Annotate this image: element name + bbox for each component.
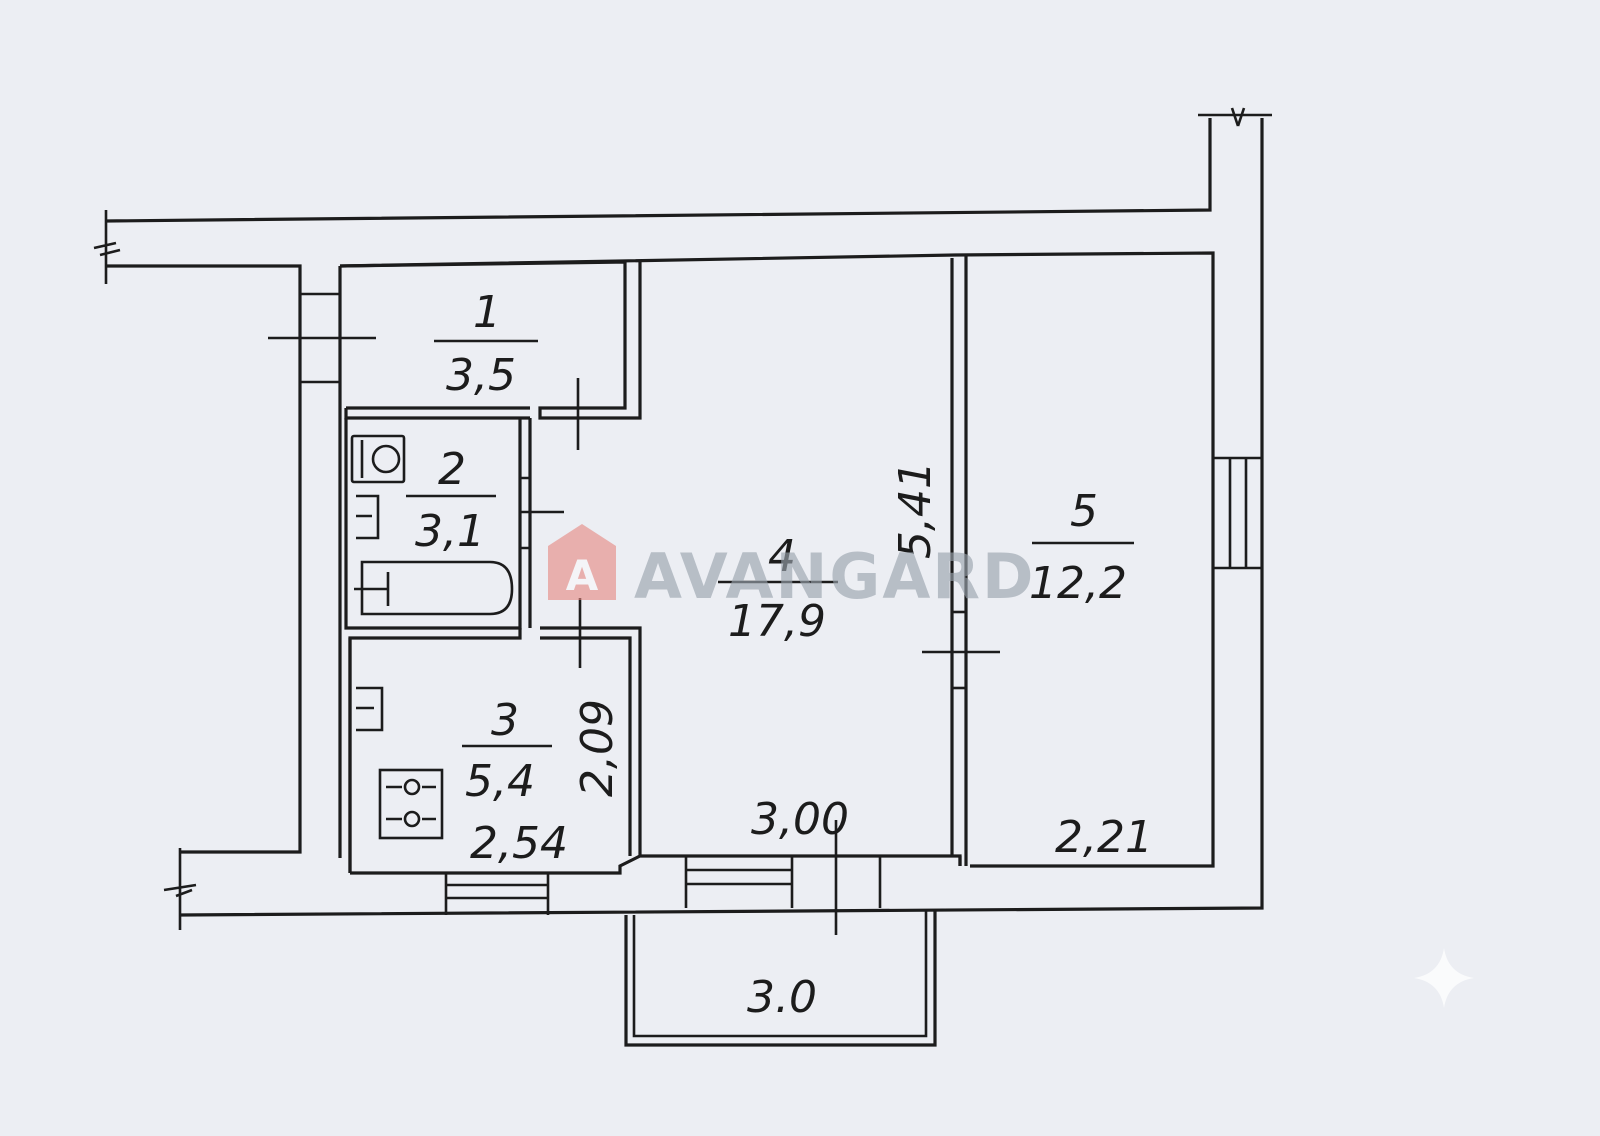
brand-name: AVANGARD <box>634 540 1036 613</box>
room-area: 3,1 <box>415 506 485 557</box>
sink-icon <box>356 494 380 540</box>
dimension-kitchen-width: 2,54 <box>470 818 568 869</box>
room-label-3: 3 5,4 <box>462 695 552 807</box>
partitions <box>339 256 968 873</box>
dimension-living-depth: 5,41 <box>890 461 941 559</box>
room-number: 1 <box>473 287 501 338</box>
room-area: 3,5 <box>446 350 516 401</box>
logo-letter: A <box>566 551 599 600</box>
room-number: 2 <box>438 444 466 495</box>
kitchen-sink-icon <box>356 686 384 732</box>
room-area: 12,2 <box>1029 558 1127 609</box>
door-marks <box>268 292 1000 935</box>
dimension-bedroom-width: 2,21 <box>1055 812 1153 863</box>
balcony <box>624 910 937 1047</box>
outer-walls <box>93 107 1272 930</box>
toilet-icon <box>350 434 406 484</box>
balcony-area: 3.0 <box>747 972 817 1023</box>
bathtub-icon <box>354 560 514 616</box>
watermark: A AVANGARD <box>548 524 1036 613</box>
dimension-living-width: 3,00 <box>751 794 849 845</box>
room-number: 5 <box>1070 486 1098 537</box>
room-label-2: 2 3,1 <box>406 444 496 557</box>
room-label-5: 5 12,2 <box>1029 486 1134 609</box>
dimension-kitchen-depth: 2,09 <box>572 699 623 797</box>
avangard-logo-icon <box>548 524 616 600</box>
room-label-4: 4 17,9 <box>718 531 838 647</box>
stove-icon <box>378 768 444 840</box>
room-number: 3 <box>491 695 519 746</box>
room-area: 17,9 <box>728 596 826 647</box>
sparkle-icon <box>1414 948 1474 1008</box>
room-number: 4 <box>768 531 796 582</box>
room-label-1: 1 3,5 <box>434 287 538 401</box>
windows <box>444 456 1262 915</box>
room-area: 5,4 <box>465 756 535 807</box>
